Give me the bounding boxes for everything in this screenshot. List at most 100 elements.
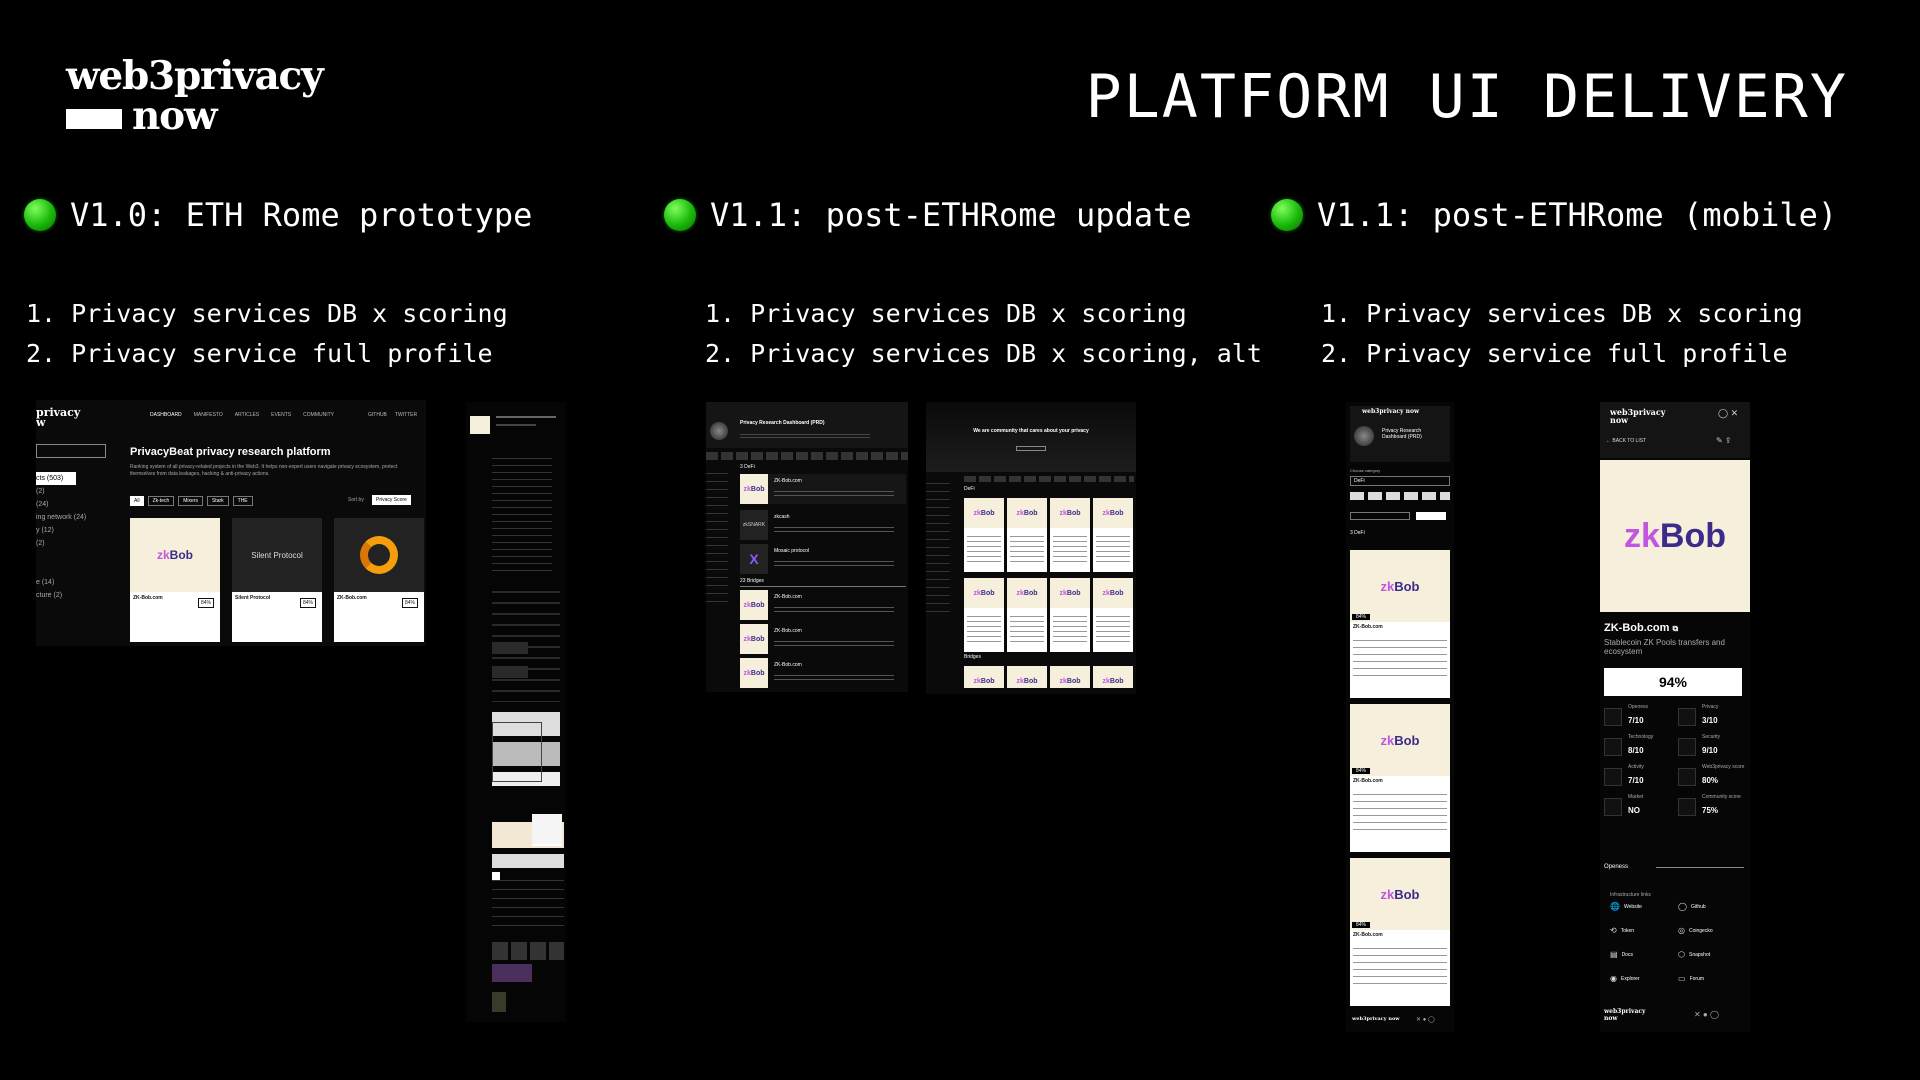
external-link-icon[interactable]: ⧉ [1672, 624, 1679, 633]
metric-icon [1604, 798, 1622, 816]
filter-tab[interactable]: Stark [206, 496, 229, 506]
brand-logo: zkBob [1016, 678, 1037, 685]
sidebar-item[interactable]: (2) [36, 540, 45, 547]
nav-item[interactable]: EVENTS [271, 412, 292, 418]
filter-tab[interactable]: All [130, 496, 144, 506]
infra-link[interactable]: ▤Docs [1610, 950, 1633, 959]
card-score: 84% [1352, 922, 1370, 928]
category-label: Choose category [1350, 468, 1381, 473]
brand-rest: Bob [1394, 578, 1420, 594]
sidebar-item[interactable]: y (12) [36, 527, 54, 534]
sidebar-item[interactable]: (2) [36, 488, 45, 495]
brand-logo: zkBob [1380, 733, 1419, 748]
card-score: 84% [299, 598, 316, 608]
back-label: BACK TO LIST [1612, 438, 1647, 444]
sidebar-item[interactable]: (24) [36, 501, 49, 508]
infra-link[interactable]: ◯Github [1678, 902, 1706, 911]
brand-z: zk [1380, 578, 1395, 594]
project-row[interactable]: X Mosaic protocol [740, 544, 906, 574]
infra-link[interactable]: ▭Forum [1678, 974, 1704, 983]
learn-more-button[interactable] [1016, 446, 1046, 451]
sidebar-item[interactable]: ing network (24) [36, 514, 87, 521]
filter-tab[interactable]: Mixers [178, 496, 203, 506]
project-card[interactable]: Silent Protocol Silent Protocol 84% [232, 518, 322, 642]
filter-row[interactable] [706, 452, 908, 460]
card-details [1010, 612, 1044, 642]
sort-select[interactable]: Privacy Score [372, 495, 411, 505]
infra-link[interactable]: ⬡Snapshot [1678, 950, 1710, 959]
card-logo: zkBob [1007, 498, 1047, 528]
sidebar-item[interactable]: cture (2) [36, 592, 63, 599]
project-card[interactable]: zkBob [1050, 666, 1090, 688]
project-card[interactable]: zkBob [964, 498, 1004, 572]
brand-z: zk [1059, 509, 1067, 517]
filter-tab[interactable]: THE [232, 496, 253, 506]
edit-share-icons[interactable]: ✎ ⇪ [1716, 436, 1732, 445]
sort-select[interactable] [1416, 512, 1446, 520]
project-card[interactable]: zkBob [964, 666, 1004, 688]
infra-link[interactable]: ◎Coingecko [1678, 926, 1713, 935]
links-label: Infrastructure links [1610, 892, 1651, 898]
sidebar-item[interactable]: e (14) [36, 579, 55, 586]
card-details [1053, 532, 1087, 562]
nav-item[interactable]: DASHBOARD [150, 412, 182, 418]
infra-link[interactable]: 🌐Website [1610, 902, 1642, 911]
dashboard-heading: PrivacyBeat privacy research platform [130, 446, 331, 458]
section-heading: 3 DeFi [740, 464, 755, 470]
row-title: ZK-Bob.com [774, 478, 802, 484]
eye-icon [1354, 426, 1374, 446]
brand-rest: Bob [980, 677, 995, 685]
nav-item[interactable]: ARTICLES [234, 412, 260, 418]
brand-rest: Bob [1109, 509, 1124, 517]
filter-chips[interactable] [1350, 492, 1450, 500]
filter-row[interactable] [964, 476, 1134, 482]
brand-rest: Bob [1023, 509, 1038, 517]
forum-icon: ▭ [1678, 974, 1686, 983]
search-input[interactable] [1350, 512, 1410, 520]
project-card[interactable]: zkBob [1050, 498, 1090, 572]
docs-icon: ▤ [1610, 950, 1618, 959]
nav-item[interactable]: GITHUB [368, 412, 387, 418]
infra-link-label: Token [1620, 927, 1635, 934]
search-input[interactable] [36, 444, 106, 458]
card-logo: zkBob [1093, 498, 1133, 528]
nav-item[interactable]: MANIFESTO [193, 412, 223, 418]
infra-link[interactable]: ⟲Token [1610, 926, 1634, 935]
sidebar-item[interactable]: cts (503) [36, 472, 76, 485]
project-card[interactable]: zkBob [1093, 578, 1133, 652]
filter-tabs: All Zk-tech Mixers Stark THE [130, 496, 253, 506]
project-card[interactable]: ZK-Bob.com 84% [334, 518, 424, 642]
filter-tab[interactable]: Zk-tech [147, 496, 175, 506]
project-card[interactable]: zkBob [964, 578, 1004, 652]
brand-rest: Bob [1066, 589, 1081, 597]
back-link[interactable]: ← BACK TO LIST [1606, 438, 1647, 444]
hero-title: Privacy Research Dashboard (PRD) [1382, 428, 1422, 440]
category-select[interactable]: DeFi [1350, 476, 1450, 486]
project-card[interactable]: zkBob [1007, 498, 1047, 572]
project-card[interactable]: zkBob [1093, 666, 1133, 688]
project-card[interactable]: zkBob [1007, 666, 1047, 688]
infra-link[interactable]: ◉Explorer [1610, 974, 1640, 983]
nav-item[interactable]: COMMUNITY [303, 412, 334, 418]
project-card[interactable]: zkBob [1007, 578, 1047, 652]
brand-rest: Bob [1109, 589, 1124, 597]
footer-logo: web3privacy now [1352, 1016, 1400, 1022]
status-dot-icon [1271, 199, 1303, 231]
brand-rest: Bob [1394, 886, 1420, 902]
project-card[interactable]: zkBob [1050, 578, 1090, 652]
metric-value: 75% [1702, 806, 1719, 815]
project-card[interactable]: zkBob [1093, 498, 1133, 572]
nav-item[interactable]: TWITTER [394, 412, 418, 418]
project-row[interactable]: zkSNARK zkcash [740, 510, 906, 540]
